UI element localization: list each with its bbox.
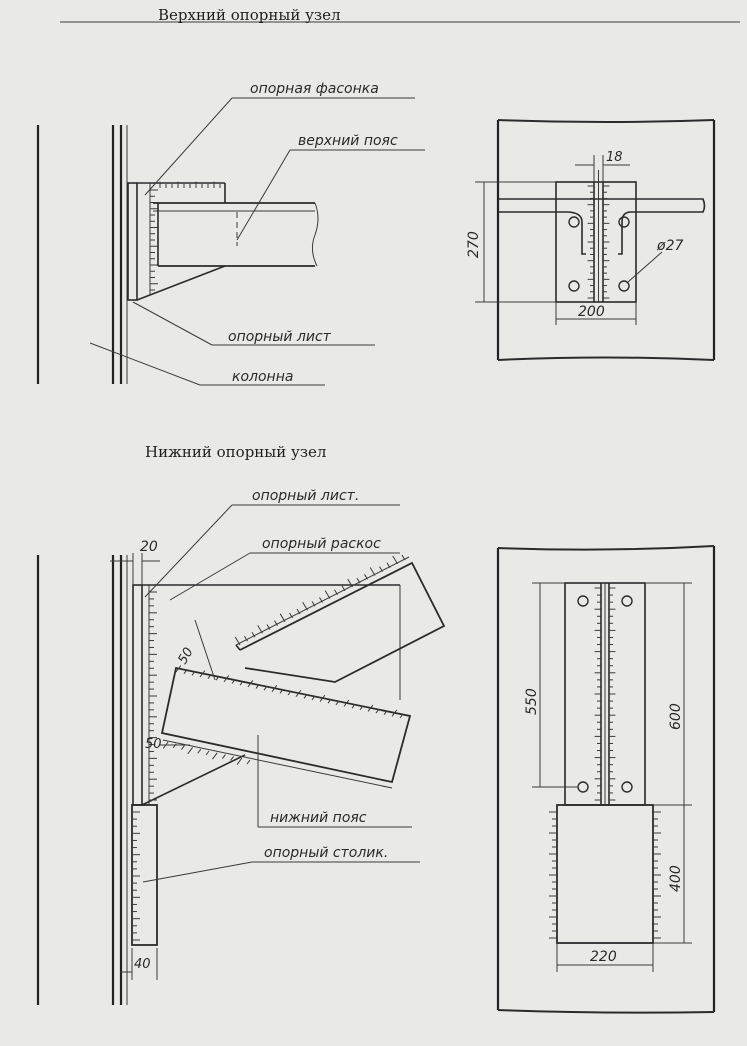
label-lower-seat: опорный столик.	[264, 845, 388, 861]
dim-upper-hole: ø27	[656, 238, 683, 254]
dim-lower-50-side: 50	[145, 737, 162, 752]
upper-bolt-holes	[568, 216, 663, 292]
upper-top-chord	[153, 202, 319, 267]
label-upper-top-chord: верхний пояс	[298, 133, 398, 149]
label-upper-bearing-plate: опорный лист	[228, 329, 332, 345]
dim-upper-200: 200	[578, 304, 605, 320]
upper-title: Верхний опорный узел	[158, 6, 341, 24]
lower-side-weld-ticks	[132, 587, 661, 941]
lower-gusset-weld-ticks	[149, 554, 406, 801]
upper-dimension-lines	[475, 155, 637, 325]
lower-seat	[131, 804, 158, 946]
label-lower-bottom-chord: нижний пояс	[270, 810, 367, 826]
dim-lower-550: 550	[524, 688, 540, 715]
lower-title: Нижний опорный узел	[145, 443, 326, 461]
lower-column	[36, 555, 128, 1005]
upper-side-weld-ticks	[587, 185, 610, 299]
dim-lower-400: 400	[668, 865, 684, 892]
upper-leaders	[89, 97, 425, 386]
label-lower-bearing-plate: опорный лист.	[252, 488, 359, 504]
label-upper-gusset: опорная фасонка	[250, 81, 379, 97]
lower-side-view-plate	[556, 582, 654, 944]
lower-side-view-column	[496, 545, 716, 1014]
upper-bearing-plate	[127, 182, 138, 301]
dim-lower-20: 20	[140, 539, 158, 555]
dim-upper-270: 270	[466, 231, 482, 258]
label-lower-diagonal: опорный раскос	[262, 536, 381, 552]
lower-right-dimension-lines	[532, 582, 692, 972]
lower-left-dimension-lines	[110, 553, 216, 980]
upper-column	[36, 125, 128, 384]
upper-side-view-column	[496, 119, 716, 361]
dim-lower-40: 40	[134, 957, 151, 972]
lower-leaders	[142, 504, 420, 883]
lower-chord-weld-ticks	[162, 665, 404, 765]
label-upper-column: колонна	[232, 369, 293, 385]
upper-gusset	[136, 182, 226, 301]
dim-lower-220: 220	[590, 949, 617, 965]
lower-gusset	[141, 584, 401, 806]
dim-upper-18: 18	[606, 150, 623, 165]
lower-bearing-plate	[132, 584, 143, 806]
dim-lower-50-top: 50	[175, 645, 196, 667]
upper-side-view-plate	[498, 170, 706, 303]
dim-lower-600: 600	[668, 703, 684, 730]
upper-gusset-weld-ticks	[150, 181, 221, 291]
lower-bottom-chord	[160, 666, 412, 789]
lower-diagonal	[235, 556, 446, 683]
